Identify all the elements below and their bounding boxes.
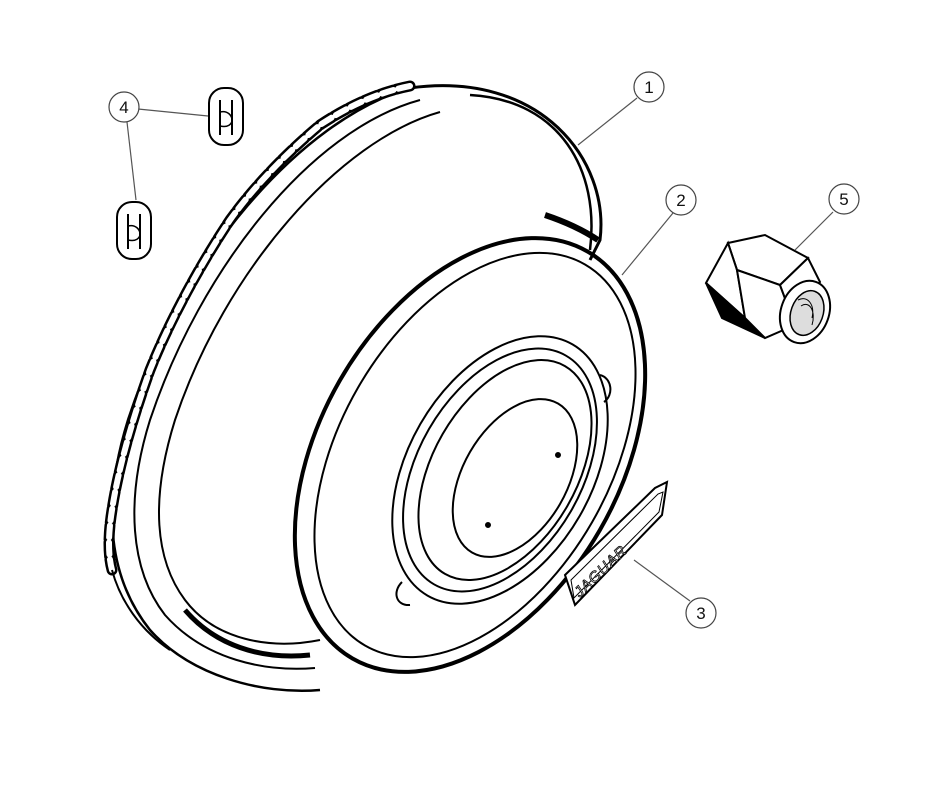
callout-label: 5 bbox=[839, 190, 848, 209]
callout-label: 3 bbox=[696, 604, 705, 623]
callout-3: 3 bbox=[685, 597, 717, 629]
wheel-rim-ring bbox=[103, 80, 603, 692]
callout-2: 2 bbox=[665, 184, 697, 216]
hub-cap bbox=[292, 236, 648, 674]
callout-label: 2 bbox=[676, 191, 685, 210]
callout-1: 1 bbox=[633, 71, 665, 103]
callout-label: 4 bbox=[119, 98, 128, 117]
callout-label: 1 bbox=[644, 78, 653, 97]
clip-lower bbox=[116, 201, 152, 260]
wheel-nut bbox=[704, 233, 832, 345]
leader-lines bbox=[126, 97, 834, 602]
callout-4: 4 bbox=[108, 91, 140, 123]
clip-upper bbox=[208, 87, 244, 146]
callout-5: 5 bbox=[828, 183, 860, 215]
